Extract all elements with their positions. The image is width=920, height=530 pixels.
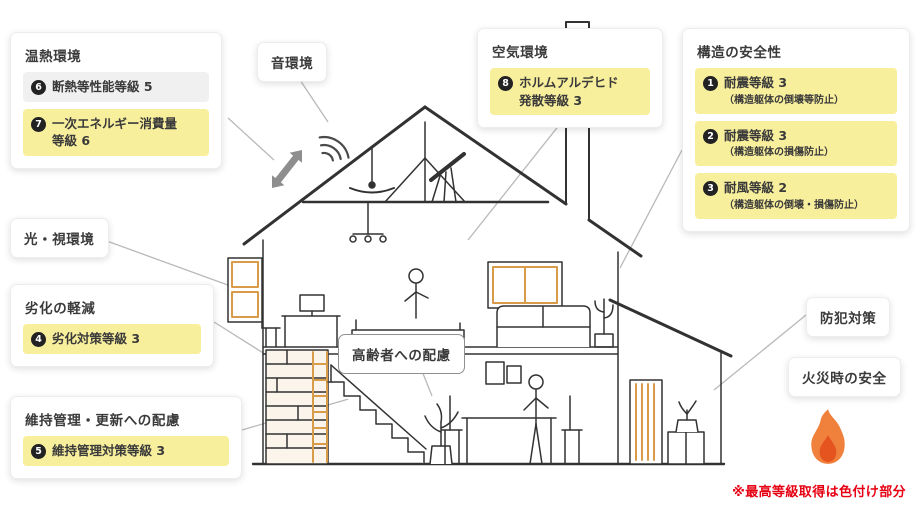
annex-door: [629, 379, 663, 465]
rating-item-maintenance: 5 維持管理対策等級 3: [23, 436, 229, 466]
rating-label: 維持管理対策等級 3: [52, 443, 166, 458]
rating-label: ホルムアルデヒド: [519, 75, 619, 90]
desk-and-chair: [261, 294, 341, 348]
telescope-icon: [429, 152, 466, 203]
rank-badge-8: 8: [498, 76, 513, 91]
callout-deterioration-title: 劣化の軽減: [25, 301, 96, 317]
rank-badge-2: 2: [703, 128, 718, 144]
fireplace-brick: [265, 349, 329, 465]
sofa: [496, 305, 591, 348]
tag-fire-safety: 火災時の安全: [788, 357, 901, 397]
person-first-floor: [523, 374, 549, 465]
rating-label: 耐震等級 3: [724, 127, 788, 143]
callout-thermal: 温熱環境 6 断熱等性能等級 5 7 一次エネルギー消費量 等級 6: [10, 32, 222, 169]
callout-air: 空気環境 8 ホルムアルデヒド 発散等級 3: [477, 28, 663, 128]
callout-structure: 構造の安全性 1 耐震等級 3 （構造躯体の倒壊等防止） 2 耐震等級 3 （構…: [682, 28, 910, 232]
connector-lines: [103, 79, 807, 431]
rank-badge-6: 6: [31, 80, 46, 95]
ladder: [312, 351, 328, 463]
staircase: [327, 364, 427, 465]
rating-sublabel: （構造躯体の倒壊等防止）: [724, 94, 844, 106]
tag-security: 防犯対策: [806, 297, 891, 337]
attic-beams: [301, 121, 550, 204]
roof: [242, 105, 733, 465]
annex-cabinet: [667, 400, 705, 465]
rating-sublabel: （構造躯体の倒壊・損傷防止）: [724, 199, 864, 211]
rating-item-deterioration: 4 劣化対策等級 3: [23, 324, 201, 354]
callout-structure-title: 構造の安全性: [697, 45, 782, 61]
rank-badge-7: 7: [31, 116, 46, 132]
dining-set: [441, 395, 583, 465]
sound-waves-icon: [318, 135, 350, 162]
rating-label: 劣化対策等級 3: [52, 331, 141, 346]
rating-item-insulation: 6 断熱等性能等級 5: [23, 72, 209, 102]
rating-label: 一次エネルギー消費量: [52, 115, 178, 131]
callout-maintenance-title: 維持管理・更新への配慮: [25, 413, 181, 429]
bay-window: [227, 257, 263, 323]
pendant-light-icon: [349, 201, 387, 243]
tag-light: 光・視環境: [10, 218, 109, 258]
footnote-highest-grade: ※最高等級取得は色付け部分: [732, 485, 906, 500]
callout-maintenance: 維持管理・更新への配慮 5 維持管理対策等級 3: [10, 396, 242, 479]
potted-plant: [424, 403, 459, 465]
rating-label-line2: 発散等級 3: [519, 92, 583, 108]
callout-thermal-title: 温熱環境: [25, 49, 82, 65]
flame-icon: [811, 409, 845, 464]
rating-item-energy: 7 一次エネルギー消費量 等級 6: [23, 108, 209, 156]
tag-sound: 音環境: [257, 42, 328, 82]
rating-item-formaldehyde: 8 ホルムアルデヒド 発散等級 3: [490, 68, 650, 115]
flame-inner-shape: [819, 435, 837, 462]
ceiling-fan-icon: [349, 146, 395, 194]
rank-badge-1: 1: [703, 76, 718, 91]
tag-elderly: 高齢者への配慮: [338, 334, 465, 374]
person-second-floor: [404, 268, 429, 319]
rating-item-seismic-collapse: 1 耐震等級 3 （構造躯体の倒壊等防止）: [695, 68, 897, 114]
rating-label-line2: 等級 6: [52, 133, 91, 148]
rating-item-seismic-damage: 2 耐震等級 3 （構造躯体の損傷防止）: [695, 120, 897, 166]
rank-badge-4: 4: [31, 332, 46, 347]
wall-frames: [485, 361, 522, 385]
rank-badge-5: 5: [31, 444, 46, 459]
rating-sublabel: （構造躯体の損傷防止）: [724, 147, 834, 158]
living-window: [487, 261, 563, 309]
callout-air-title: 空気環境: [492, 45, 549, 61]
rating-label: 耐震等級 3: [724, 75, 788, 90]
rating-label: 断熱等性能等級 5: [52, 79, 153, 94]
insulation-arrow-icon: [272, 150, 302, 188]
cactus-plant: [594, 298, 614, 348]
rank-badge-3: 3: [703, 181, 718, 196]
callout-deterioration: 劣化の軽減 4 劣化対策等級 3: [10, 284, 214, 367]
rating-item-wind: 3 耐風等級 2 （構造躯体の倒壊・損傷防止）: [695, 173, 897, 219]
rating-label: 耐風等級 2: [724, 180, 788, 195]
